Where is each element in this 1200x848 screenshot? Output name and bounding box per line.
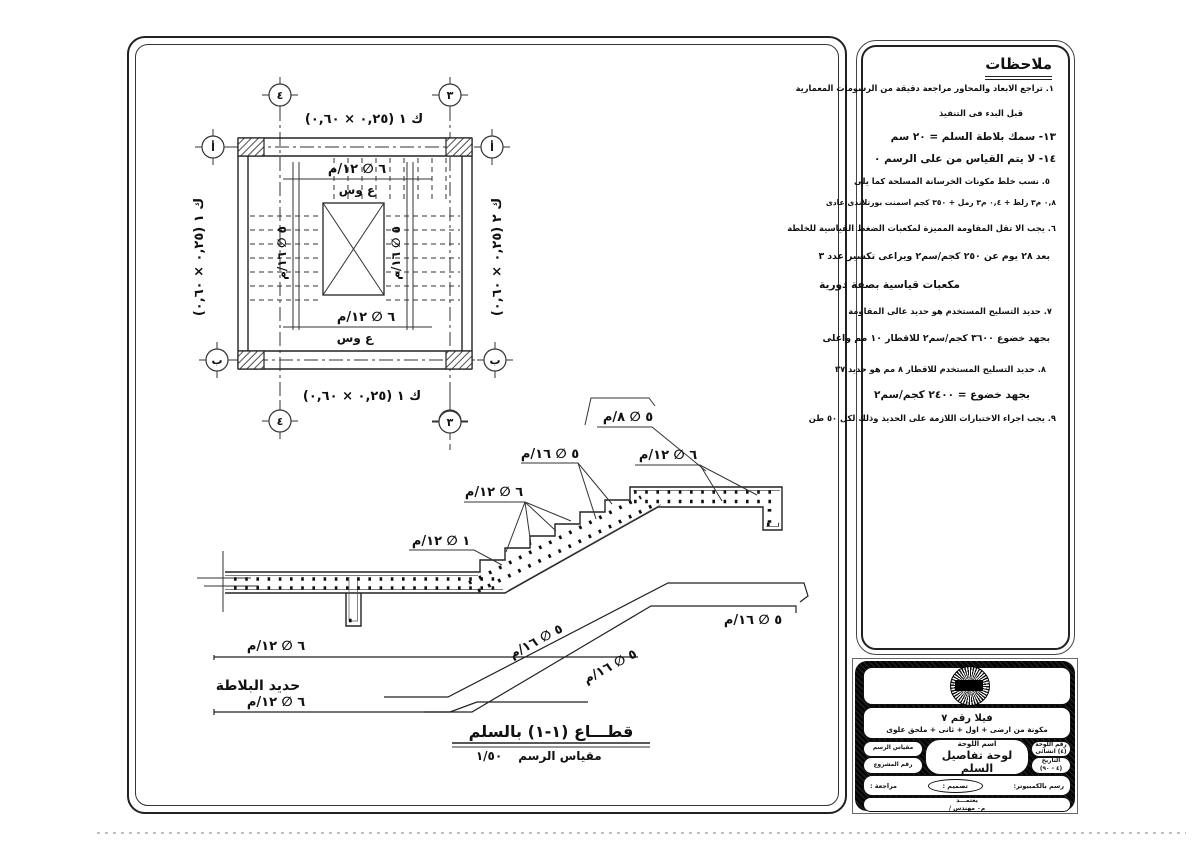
section-slab-steel-caption: حديد البلاطة [216,678,300,694]
plan-mesh-bottom-note: ع وس [337,331,374,346]
section-title: قطـــاع (١-١) بالسلم [469,722,634,741]
review-label: مراجعة : [870,781,898,790]
title-block: فيلا رقم ٧ مكونة من ارضى + اول + ثانى + … [852,658,1078,814]
note-line: ٩. يجب اجراء الاختبارات اللازمة على الحد… [808,413,1056,423]
design-label: تصميم : [927,778,983,793]
plan-col-left-label: ك ١ (٠,٢٥ × ٠,٦٠) [192,198,207,316]
note-line: ٧. حديد التسليح المستخدم هو حديد عالى ال… [848,306,1052,316]
grid-bubble-b-left: ب [199,342,235,378]
note-line: ٥. نسب خلط مكونات الخرسانة المسلحة كما ي… [853,176,1050,186]
grid-bubble-a-right: أ [474,129,510,165]
engineer-label: م٠ مهندس / [948,804,986,812]
sheet-name: لوحة تفاصيل السلم [941,748,1013,775]
note-line: ٨. حديد التسليح المستخدم للاقطار ٨ مم هو… [835,364,1046,374]
section-landing-mesh-label: ٦ ∅ ١٢/م [639,448,697,463]
sheet-number-label: رقم اللوحة [1035,741,1067,748]
note-line: ١٤- لا يتم القياس من على الرسم ٠ [874,153,1056,165]
svg-text:ب: ب [489,354,500,367]
section-landing-top-bar-label: ٥ ∅ ٨/م [603,410,653,425]
svg-text:٣: ٣ [447,416,454,429]
section-slab-bottom-bar-label: ٦ ∅ ١٢/م [247,695,305,710]
notes-panel: ملاحظات ١. تراجع الابعاد والمحاور مراجعة… [787,40,1075,655]
plan-mesh-top-note: ع وس [339,183,376,198]
section-slab-top-bar-label: ٦ ∅ ١٢/م [247,639,305,654]
plan-mesh-bottom-label: ٦ ∅ ١٢/م [337,310,395,325]
stair-section-view: ٣ [197,394,809,763]
section-slab-extra-bar-label: ١ ∅ ١٢/م [412,534,470,549]
approval-row: يعتمـــد م٠ مهندس / [863,797,1071,812]
note-line: ٦. يجب الا تقل المقاومة المميزة لمكعبات … [787,223,1056,233]
notes-body: ملاحظات ١. تراجع الابعاد والمحاور مراجعة… [787,41,1068,654]
svg-text:٤: ٤ [277,89,284,102]
sheet-number-value: (٤) انشائى [1035,749,1067,755]
plan-col-top-label: ك ١ (٠,٢٥ × ٠,٦٠) [305,112,423,127]
project-subtitle: مكونة من ارضى + اول + ثانى + ملحق علوى [886,724,1048,734]
column-hatch [445,350,473,370]
plan-col-bottom-label: ك ١ (٠,٢٥ × ٠,٦٠) [303,389,421,404]
project-title: فيلا رقم ٧ [941,712,993,724]
signature-row: رسم بالكمبيوتر: تصميم : مراجعة : [863,775,1071,796]
section-bent-bar-c-label: ٥ ∅ ١٦/م [724,613,782,628]
plan-flight-right-bar-label: ٥ ∅ ١٦/م [389,226,404,280]
note-line: بعد ٢٨ يوم عن ٢٥٠ كجم/سم٢ ويراعى تكسير ع… [818,251,1050,262]
column-hatch [445,137,473,157]
grid-bubble-4-bottom: ٤ [262,403,298,439]
note-line: ٠,٨ م٣ زلط + ٠,٤ م٣ رمل + ٣٥٠ كجم اسمنت … [825,198,1056,207]
notes-panel-inner-border [861,45,1070,650]
date-value: (٤ - ٩٠) [1039,765,1063,772]
grid-bubble-a-left: أ [195,129,231,165]
note-line: بجهد خضوع = ٢٤٠٠ كجم/سم٢ [874,389,1030,401]
plan-col-right-label: ك ٢ (٠,٢٥ × ٠,٦٠) [490,198,505,316]
note-line: مكعبات قياسية بصفة دورية [819,279,960,291]
svg-text:ب: ب [211,354,222,367]
logo-bar [955,680,983,691]
project-number-label: رقم المشروع [873,761,913,768]
cad-label: رسم بالكمبيوتر: [1013,781,1064,790]
svg-text:٤: ٤ [277,415,284,428]
sheet-name-box: اسم اللوحة لوحة تفاصيل السلم [925,739,1029,775]
main-drawing-frame-inner [135,44,839,806]
scale-box: مقياس الرسم [863,741,923,757]
note-line: بجهد خضوع ٣٦٠٠ كجم/سم٢ للاقطار ١٠ مم واع… [822,333,1051,344]
column-hatch [237,350,265,370]
column-hatch [237,137,265,157]
note-line: ١. تراجع الابعاد والمحاور مراجعة دقيقة م… [795,83,1054,93]
grid-bubble-3-top: ٣ [432,77,468,113]
grid-bubble-4-top: ٤ [262,77,298,113]
svg-text:أ: أ [490,140,494,154]
grid-bubble-b-right: ب [477,342,513,378]
note-line: قبل البدء فى التنفيذ [939,108,1023,118]
project-box: فيلا رقم ٧ مكونة من ارضى + اول + ثانى + … [863,707,1071,739]
scale-box-label: مقياس الرسم [872,745,914,752]
title-block-background: فيلا رقم ٧ مكونة من ارضى + اول + ثانى + … [855,661,1075,812]
svg-text:٣: ٣ [447,89,454,102]
section-bent-bar-a-label: ٥ ∅ ١٦/م [507,622,566,663]
company-logo-icon [950,666,990,706]
sheet-number-box: رقم اللوحة (٤) انشائى [1031,741,1071,757]
plan-flight-left-bar-label: ٥ ∅ ١٦/م [275,226,290,280]
grid-bubble-3-section: ٣ [432,394,468,450]
notes-title: ملاحظات [985,55,1052,80]
plan-mesh-top-label: ٦ ∅ ١٢/م [328,162,386,177]
sheet-name-label: اسم اللوحة [957,739,997,748]
approved-label: يعتمـــد [956,797,978,804]
section-flight-main-bar-label: ٥ ∅ ١٦/م [521,447,579,462]
main-drawing-frame [127,36,847,814]
section-bent-bar-b-label: ٥ ∅ ١٦/م [581,647,640,688]
section-scale-value: ١/٥٠ [476,749,502,763]
stair-plan-view: ٤ ٣ ٤ ٣ أ [192,77,513,439]
note-line: ١٣- سمك بلاطة السلم = ٢٠ سم [890,131,1056,143]
date-box: التاريخ (٤ - ٩٠) [1031,757,1071,774]
section-flight-mesh-label: ٦ ∅ ١٢/م [465,485,523,500]
svg-text:أ: أ [211,140,215,154]
project-number-box: رقم المشروع [863,757,923,774]
date-label: التاريخ [1041,758,1061,765]
section-scale-label: مقياس الرسم [518,749,602,763]
